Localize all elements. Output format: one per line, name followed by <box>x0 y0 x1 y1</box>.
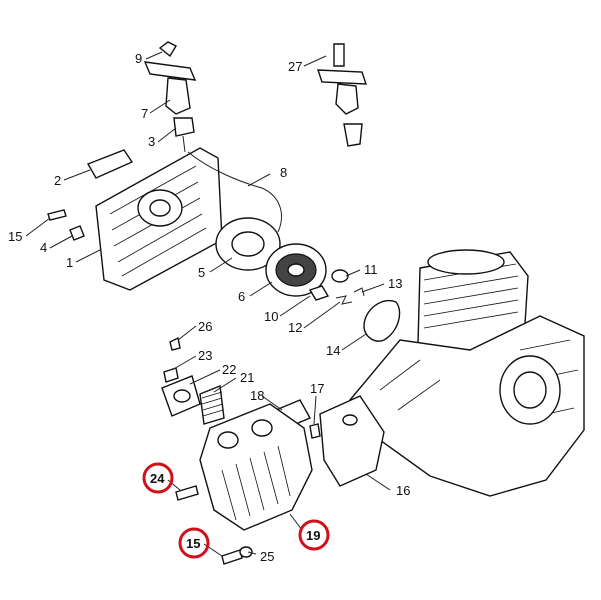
callout-12: 12 <box>288 320 302 335</box>
rope-guide-plate <box>86 149 134 179</box>
washer-25 <box>239 546 253 558</box>
washer-11 <box>331 269 349 283</box>
callout-24: 24 <box>150 471 165 486</box>
callout-27: 27 <box>288 59 302 74</box>
callout-14: 14 <box>326 343 340 358</box>
sleeve-4 <box>69 225 85 241</box>
starter-grip-assembly <box>143 41 197 153</box>
callout-8: 8 <box>280 165 287 180</box>
callout-19: 19 <box>306 528 320 543</box>
callout-10: 10 <box>264 309 278 324</box>
callout-18: 18 <box>250 388 264 403</box>
screw-15-top <box>47 209 67 221</box>
screw-23 <box>163 367 179 383</box>
screw-26 <box>169 336 181 351</box>
engine-crankcase <box>349 249 585 497</box>
ignition-cone <box>363 299 401 342</box>
highlight-ring-19 <box>298 519 330 551</box>
screw-15-bottom <box>221 549 243 565</box>
callout-15-top: 15 <box>8 229 22 244</box>
callout-2: 2 <box>54 173 61 188</box>
pawl <box>308 285 330 301</box>
rewind-spring <box>215 217 281 271</box>
callout-4: 4 <box>40 240 47 255</box>
callout-1: 1 <box>66 255 73 270</box>
callout-23: 23 <box>198 348 212 363</box>
starter-rope <box>187 151 282 233</box>
callout-17: 17 <box>310 381 324 396</box>
callout-13: 13 <box>388 276 402 291</box>
screw-24 <box>175 485 199 501</box>
callout-25: 25 <box>260 549 274 564</box>
callout-15-bottom: 15 <box>186 536 200 551</box>
spark-arrestor-screen <box>199 385 225 425</box>
callout-6: 6 <box>238 289 245 304</box>
callout-3: 3 <box>148 134 155 149</box>
grip-assembly-27 <box>317 43 367 147</box>
muffler <box>199 403 313 531</box>
spring-clip-12 <box>335 295 353 305</box>
highlight-ring-15 <box>178 527 210 559</box>
callout-9: 9 <box>135 51 142 66</box>
leader-lines <box>25 51 391 557</box>
callout-7: 7 <box>141 106 148 121</box>
callout-11: 11 <box>364 262 378 277</box>
callout-16: 16 <box>396 483 410 498</box>
rope-rotor <box>265 243 327 297</box>
callout-26: 26 <box>198 319 212 334</box>
highlight-ring-24 <box>142 462 174 494</box>
callout-21: 21 <box>240 370 254 385</box>
screw-17 <box>309 423 321 439</box>
spring-clip-13 <box>353 287 365 297</box>
callout-5: 5 <box>198 265 205 280</box>
heat-shield <box>319 395 385 487</box>
callout-22: 22 <box>222 362 236 377</box>
